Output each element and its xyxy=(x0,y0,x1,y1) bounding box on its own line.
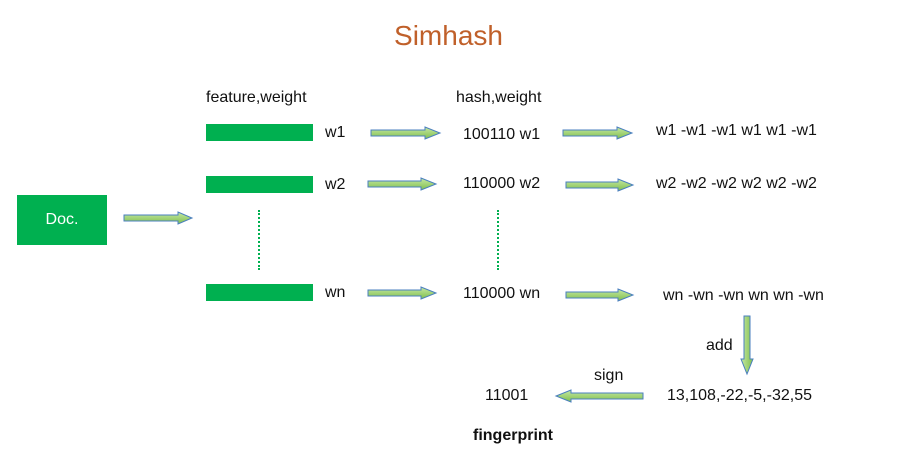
ellipsis-dots-hashes xyxy=(497,210,499,270)
feature-weight-1: w1 xyxy=(325,124,346,141)
fingerprint-value: 11001 xyxy=(485,387,529,404)
hash-weight-2: 110000 w2 xyxy=(463,175,541,192)
feature-bar-n xyxy=(206,284,313,301)
sum-values: 13,108,-22,-5,-32,55 xyxy=(667,387,812,404)
arrow-sum-to-fingerprint xyxy=(554,389,644,403)
arrow-wn-to-hash xyxy=(367,286,438,300)
fingerprint-label: fingerprint xyxy=(473,427,553,444)
feature-weight-header: feature,weight xyxy=(206,89,307,106)
arrow-w1-to-hash xyxy=(370,126,442,140)
arrow-hash2-to-vector xyxy=(565,178,635,192)
diagram-title: Simhash xyxy=(394,20,503,51)
feature-weight-2: w2 xyxy=(325,176,346,193)
arrow-vector-to-sum xyxy=(740,315,754,376)
doc-box: Doc. xyxy=(17,195,107,245)
arrow-w2-to-hash xyxy=(367,177,438,191)
weighted-vector-1: w1 -w1 -w1 w1 w1 -w1 xyxy=(656,122,817,139)
arrow-hashn-to-vector xyxy=(565,288,635,302)
add-label: add xyxy=(706,337,733,354)
ellipsis-dots-features xyxy=(258,210,260,270)
weighted-vector-2: w2 -w2 -w2 w2 w2 -w2 xyxy=(656,175,817,192)
feature-weight-n: wn xyxy=(325,284,346,301)
feature-bar-2 xyxy=(206,176,313,193)
weighted-vector-n: wn -wn -wn wn wn -wn xyxy=(663,287,824,304)
hash-weight-header: hash,weight xyxy=(456,89,542,106)
doc-label: Doc. xyxy=(45,211,79,228)
hash-weight-n: 110000 wn xyxy=(463,285,541,302)
feature-bar-1 xyxy=(206,124,313,141)
arrow-hash1-to-vector xyxy=(562,126,634,140)
hash-weight-1: 100110 w1 xyxy=(463,126,541,143)
sign-label: sign xyxy=(594,367,624,384)
arrow-doc-to-features xyxy=(123,211,194,225)
